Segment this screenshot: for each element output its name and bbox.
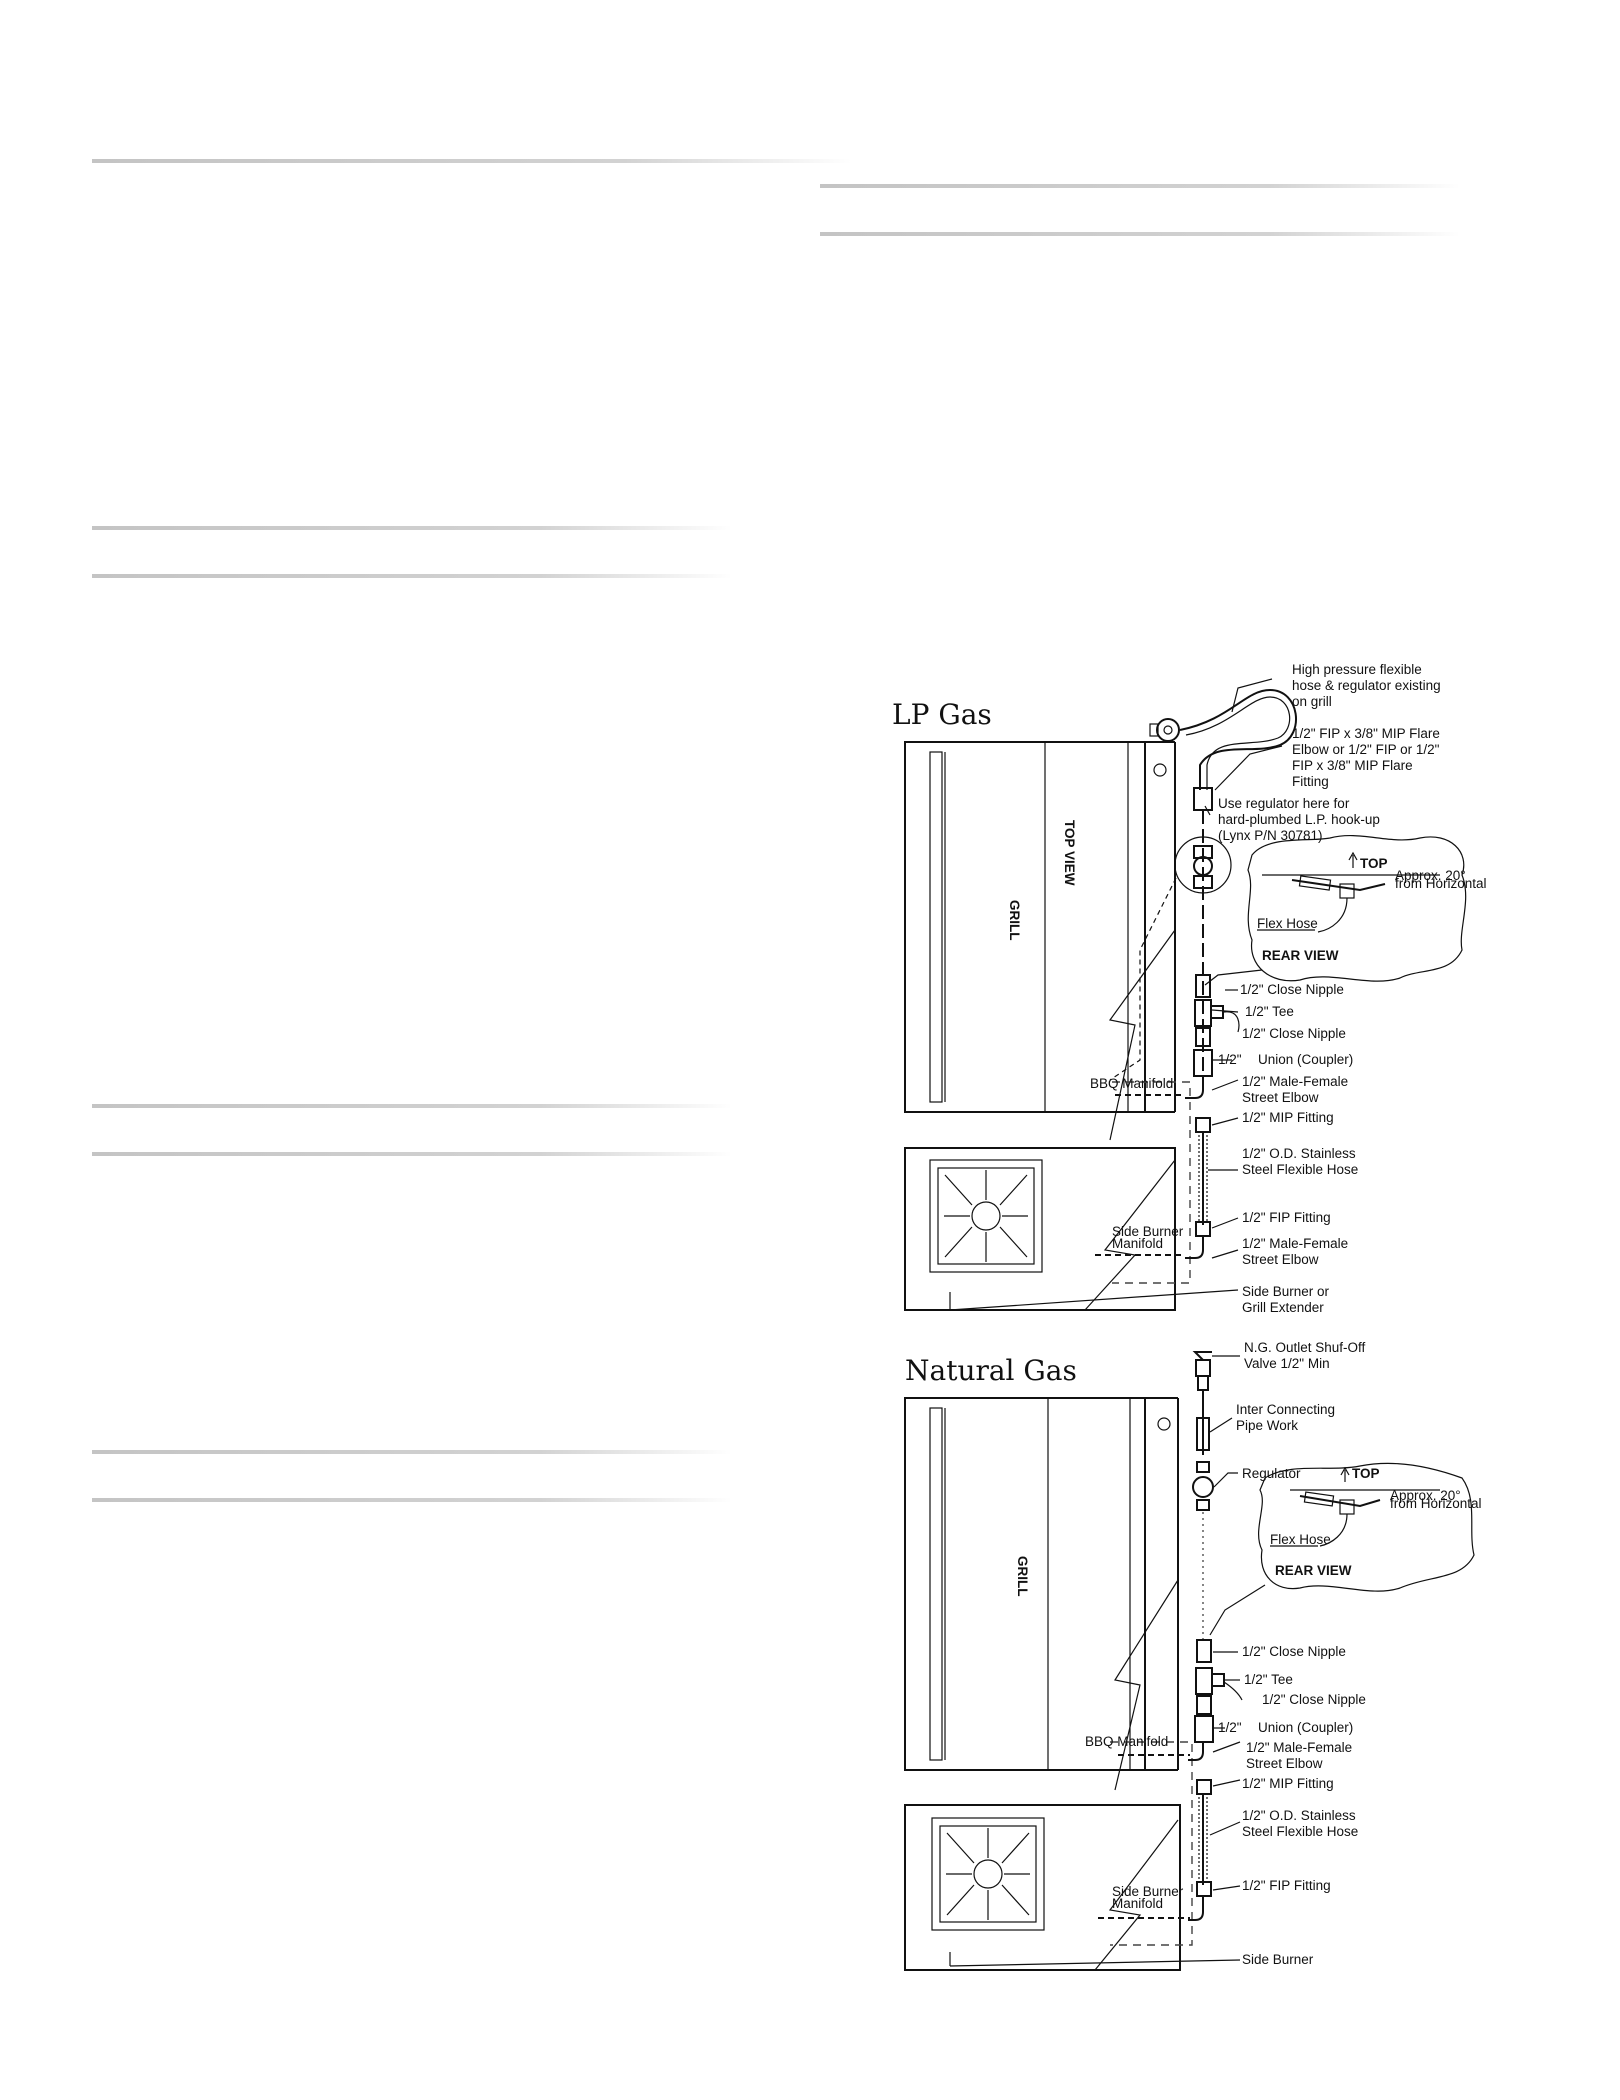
divider-rule-2 — [820, 184, 1460, 188]
ng-label-close-nipple-1: 1/2" Close Nipple — [1242, 1644, 1346, 1659]
lp-optional-regulator — [1109, 836, 1232, 1081]
lp-callout-approx-1: Approx. 20° — [1395, 868, 1466, 883]
ng-bbq-manifold-label: BBQ Manifold — [1085, 1734, 1168, 1749]
lp-grill-body — [904, 741, 1176, 1141]
ng-side-manifold-label-1: Side Burner — [1112, 1884, 1184, 1899]
lp-label-union-b: Union (Coupler) — [1258, 1052, 1353, 1067]
divider-rule-8 — [92, 1450, 732, 1454]
lp-callout-flex: Flex Hose — [1257, 916, 1318, 931]
lp-leader-lines — [949, 678, 1283, 1311]
lp-label-side-2: Grill Extender — [1242, 1300, 1324, 1315]
divider-rule-5 — [92, 574, 732, 578]
lp-callout-approx-2: from Horizontal — [1395, 876, 1487, 891]
ng-callout-approx-2: from Horizontal — [1390, 1496, 1482, 1511]
ng-callout-top: TOP — [1352, 1466, 1380, 1481]
ng-grill-body — [904, 1397, 1179, 1791]
lp-callout-top: TOP — [1360, 856, 1388, 871]
ng-label-union-b: Union (Coupler) — [1258, 1720, 1353, 1735]
lp-side-manifold-label-1: Side Burner — [1112, 1224, 1184, 1239]
lp-side-burner — [904, 1147, 1176, 1311]
lp-label-reg-2: hard-plumbed L.P. hook-up — [1218, 812, 1380, 827]
ng-gas-diagram: Natural Gas GRILL Side Burner Manifold — [904, 1340, 1482, 1971]
divider-rule-7 — [92, 1152, 732, 1156]
lp-label-elbow-1: 1/2" Male-Female — [1242, 1074, 1348, 1089]
ng-label-fip: 1/2" FIP Fitting — [1242, 1878, 1331, 1893]
lp-top-view-label: TOP VIEW — [1062, 820, 1077, 886]
ng-label-pipe-2: Pipe Work — [1236, 1418, 1298, 1433]
ng-label-regulator: Regulator — [1242, 1466, 1301, 1481]
ng-title: Natural Gas — [905, 1354, 1077, 1387]
lp-bbq-manifold-label: BBQ Manifold — [1090, 1076, 1173, 1091]
lp-label-hose-1: High pressure flexible — [1292, 662, 1422, 677]
lp-label-fip: 1/2" FIP Fitting — [1242, 1210, 1331, 1225]
ng-dashed-outline — [1110, 1741, 1193, 1946]
lp-label-flare-1: 1/2" FIP x 3/8" MIP Flare — [1292, 726, 1440, 741]
lp-label-ss-2: Steel Flexible Hose — [1242, 1162, 1358, 1177]
lp-hose-regulator — [1149, 688, 1297, 790]
lp-label-close-nipple-1: 1/2" Close Nipple — [1240, 982, 1344, 997]
ng-label-ss-2: Steel Flexible Hose — [1242, 1824, 1358, 1839]
divider-rule-4 — [92, 526, 732, 530]
lp-rear-view-callout: TOP Approx. 20° from Horizontal Flex Hos… — [1204, 835, 1487, 986]
lp-label-reg-3: (Lynx P/N 30781) — [1218, 828, 1323, 843]
ng-label-elbow-1: 1/2" Male-Female — [1246, 1740, 1352, 1755]
ng-label-ss-1: 1/2" O.D. Stainless — [1242, 1808, 1356, 1823]
lp-label-elbow-2: Street Elbow — [1242, 1090, 1319, 1105]
ng-label-mip: 1/2" MIP Fitting — [1242, 1776, 1334, 1791]
lp-grill-label: GRILL — [1007, 900, 1022, 941]
ng-side-manifold-label-2: Manifold — [1112, 1896, 1163, 1911]
ng-label-side: Side Burner — [1242, 1952, 1314, 1967]
lp-label-hose-3: on grill — [1292, 694, 1332, 709]
divider-rule-1 — [92, 159, 852, 163]
lp-fittings-stack — [1185, 974, 1224, 1259]
divider-rule-3 — [820, 232, 1460, 236]
ng-label-elbow-2: Street Elbow — [1246, 1756, 1323, 1771]
divider-rule-6 — [92, 1104, 732, 1108]
lp-gas-diagram: LP Gas GRILL TOP VIEW Side Bur — [892, 662, 1487, 1315]
ng-shutoff-valve — [1192, 1351, 1214, 1511]
lp-label-flare-3: FIP x 3/8" MIP Flare — [1292, 758, 1413, 773]
lp-label-mip: 1/2" MIP Fitting — [1242, 1110, 1334, 1125]
lp-label-flare-4: Fitting — [1292, 774, 1329, 789]
ng-label-pipe-1: Inter Connecting — [1236, 1402, 1335, 1417]
lp-label-hose-2: hose & regulator existing — [1292, 678, 1441, 693]
lp-flare-fitting — [1193, 787, 1213, 811]
lp-label-flare-2: Elbow or 1/2" FIP or 1/2" — [1292, 742, 1440, 757]
lp-title: LP Gas — [892, 698, 992, 731]
ng-rear-view-callout: TOP Approx. 20° from Horizontal Flex Hos… — [1209, 1462, 1482, 1636]
divider-rule-9 — [92, 1498, 732, 1502]
lp-label-side-1: Side Burner or — [1242, 1284, 1330, 1299]
lp-label-tee: 1/2" Tee — [1245, 1004, 1294, 1019]
ng-callout-approx-1: Approx. 20° — [1390, 1488, 1461, 1503]
ng-label-valve-2: Valve 1/2" Min — [1244, 1356, 1330, 1371]
lp-label-ss-1: 1/2" O.D. Stainless — [1242, 1146, 1356, 1161]
ng-label-close-nipple-2: 1/2" Close Nipple — [1262, 1692, 1366, 1707]
ng-side-burner — [904, 1804, 1181, 1971]
lp-label-union-a: 1/2" — [1218, 1052, 1242, 1067]
lp-callout-rear: REAR VIEW — [1262, 948, 1339, 963]
lp-label-elbow2-2: Street Elbow — [1242, 1252, 1319, 1267]
ng-fittings-stack — [1188, 1639, 1225, 1921]
lp-label-reg-1: Use regulator here for — [1218, 796, 1350, 811]
ng-label-union-a: 1/2" — [1218, 1720, 1242, 1735]
ng-label-tee: 1/2" Tee — [1244, 1672, 1293, 1687]
lp-label-close-nipple-2: 1/2" Close Nipple — [1242, 1026, 1346, 1041]
ng-callout-rear: REAR VIEW — [1275, 1563, 1352, 1578]
ng-callout-flex: Flex Hose — [1270, 1532, 1331, 1547]
ng-grill-label: GRILL — [1015, 1556, 1030, 1597]
lp-label-elbow2-1: 1/2" Male-Female — [1242, 1236, 1348, 1251]
ng-label-valve-1: N.G. Outlet Shuf-Off — [1244, 1340, 1366, 1355]
lp-side-manifold-label-2: Manifold — [1112, 1236, 1163, 1251]
ng-leader-lines — [949, 1355, 1243, 1967]
